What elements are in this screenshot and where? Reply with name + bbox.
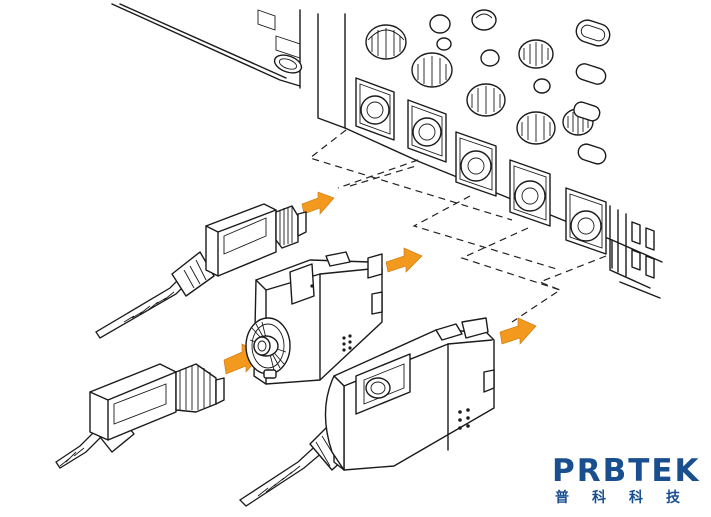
knob-3[interactable] — [466, 83, 506, 117]
alignment-guides — [308, 129, 607, 323]
channel-input-5[interactable] — [565, 187, 607, 255]
probe-2 — [245, 251, 383, 385]
channel-input-3[interactable] — [455, 131, 497, 197]
knob-1[interactable] — [365, 24, 407, 60]
channel-input-2[interactable] — [407, 99, 447, 163]
probe-4 — [238, 317, 495, 507]
brand-logo: PRBTEK 普科科技 — [552, 455, 702, 511]
knob-2[interactable] — [411, 52, 453, 88]
probe-3 — [55, 363, 225, 469]
arrow-1 — [301, 191, 335, 215]
knob-4[interactable] — [518, 39, 554, 69]
oscilloscope-front-panel — [111, 3, 663, 299]
channel-input-1[interactable] — [355, 77, 395, 141]
brand-name: PRBTEK — [552, 453, 701, 489]
probe-1 — [95, 203, 307, 339]
brand-subtitle: 普科科技 — [555, 490, 703, 506]
arrow-2 — [385, 247, 423, 273]
arrow-4 — [499, 317, 537, 345]
channel-input-4[interactable] — [509, 159, 551, 227]
knob-5[interactable] — [516, 111, 556, 145]
